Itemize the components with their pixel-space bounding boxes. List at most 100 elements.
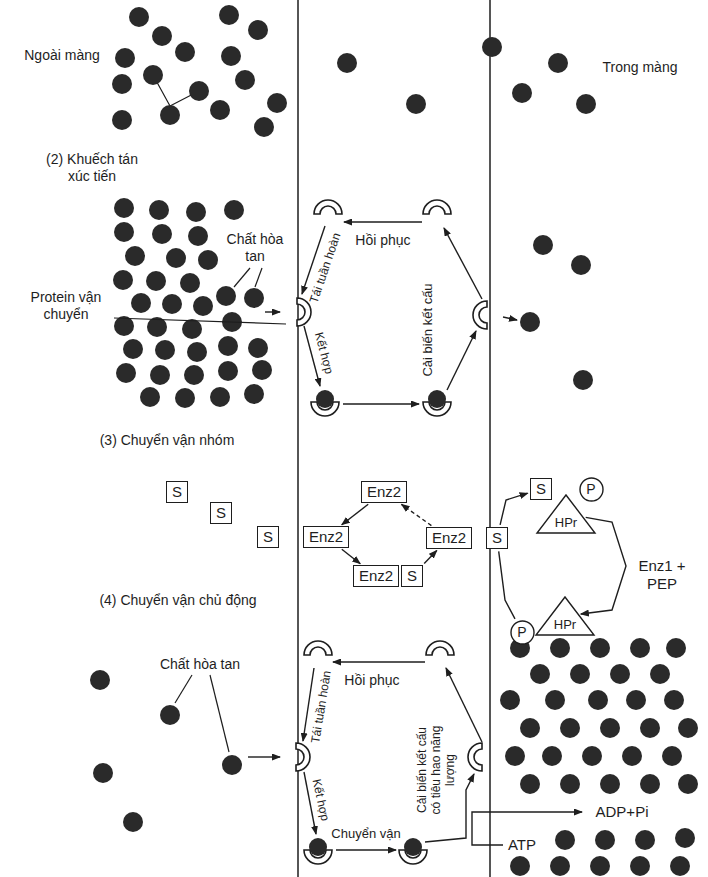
solute-dot <box>218 361 238 381</box>
hpr-triangle: HPr <box>536 494 596 534</box>
solute-dot <box>175 42 195 62</box>
solute-dot <box>582 746 602 766</box>
solute-dot <box>254 117 274 137</box>
cycle-arrow <box>344 221 422 222</box>
solute-dot <box>235 70 255 90</box>
solute-dot <box>219 5 239 25</box>
solute-dot <box>198 250 218 270</box>
text-label: Chất hòa tan <box>221 231 289 265</box>
solute-dot <box>316 390 334 408</box>
phosphate-circle: P <box>510 620 535 645</box>
solute-dot <box>626 690 646 710</box>
node-text: S <box>536 480 546 497</box>
carrier-protein <box>473 301 487 329</box>
solute-dot <box>143 65 163 85</box>
solute-dot <box>550 638 570 658</box>
solute-dot <box>123 812 143 832</box>
solute-dot <box>113 270 133 290</box>
solute-dot <box>678 774 698 794</box>
solute-dot <box>662 746 682 766</box>
leader-line <box>175 675 192 703</box>
solute-dot <box>218 336 238 356</box>
solute-dot <box>635 830 655 850</box>
circle-outline <box>580 478 603 501</box>
solute-dot <box>428 390 446 408</box>
cycle-arrow <box>336 849 396 850</box>
entry-arrow <box>248 756 280 757</box>
solute-dot <box>182 319 202 339</box>
text-label: ATP <box>508 836 536 854</box>
solute-dot <box>640 774 660 794</box>
solute-dot <box>590 638 610 658</box>
leader-line <box>114 318 286 324</box>
text-label: (4) Chuyển vận chủ động <box>99 592 256 609</box>
solute-dot <box>505 746 525 766</box>
leader-line <box>210 675 229 752</box>
solute-dot <box>630 638 650 658</box>
carrier-protein <box>426 641 454 655</box>
molecule-box: S <box>166 481 188 503</box>
leader-line <box>234 268 250 287</box>
solute-dot <box>150 365 170 385</box>
text-label: Enz1 + PEP <box>633 557 691 593</box>
text-label: Protein vận chuyển <box>19 289 113 323</box>
solute-dot <box>590 856 610 876</box>
solute-dot <box>588 690 608 710</box>
solute-dot <box>125 246 145 266</box>
solute-dot <box>670 856 690 876</box>
solute-dot <box>622 746 642 766</box>
solute-dot <box>149 200 169 220</box>
carrier-protein <box>304 641 332 655</box>
solute-dot <box>244 288 264 308</box>
solute-dot <box>510 856 530 876</box>
solute-dot <box>224 200 244 220</box>
node-text: Enz2 <box>309 528 343 545</box>
solute-dot <box>131 293 151 313</box>
hpr-triangle: HPr <box>535 596 595 636</box>
solute-dot <box>116 363 136 383</box>
solute-dot <box>244 384 264 404</box>
node-text: Enz2 <box>432 529 466 546</box>
molecule-box: Enz2 <box>303 526 349 548</box>
node-text: S <box>492 529 502 546</box>
release-arrow <box>503 317 517 320</box>
solute-dot <box>555 830 575 850</box>
solute-dot <box>542 746 562 766</box>
solute-dot <box>155 340 175 360</box>
solute-dot <box>160 105 180 125</box>
cycle-arrow <box>444 228 482 299</box>
node-text: P <box>517 624 526 641</box>
solute-dot <box>640 718 660 738</box>
solute-dot <box>160 705 180 725</box>
connector-arrow <box>499 551 515 618</box>
solute-dot <box>610 664 630 684</box>
carrier-protein <box>314 200 342 214</box>
solute-dot <box>189 81 209 101</box>
text-label: Cải biến kết cấu <box>420 283 436 376</box>
membrane-line <box>489 0 491 877</box>
molecule-box: Enz2 <box>361 481 407 503</box>
solute-dot <box>570 664 590 684</box>
node-text: HPr <box>555 515 577 531</box>
triangle-outline <box>537 495 595 533</box>
solute-dot <box>404 838 422 856</box>
node-text: S <box>216 504 226 521</box>
solute-dot <box>267 93 287 113</box>
carrier-protein <box>296 743 310 771</box>
text-label: Chuyển vận <box>331 826 400 842</box>
connector-arrow <box>424 551 437 564</box>
solute-dot <box>560 774 580 794</box>
solute-dot <box>520 312 540 332</box>
node-text: P <box>586 481 595 498</box>
solute-dot <box>571 255 591 275</box>
text-label: Ngoài màng <box>24 47 100 64</box>
solute-dot <box>140 387 160 407</box>
solute-dot <box>252 360 272 380</box>
carrier-protein <box>423 200 451 214</box>
connector-arrow <box>342 504 368 524</box>
leader-line <box>255 268 262 287</box>
solute-dot <box>112 74 132 94</box>
molecule-box: S <box>210 502 232 524</box>
solute-dot <box>520 718 540 738</box>
